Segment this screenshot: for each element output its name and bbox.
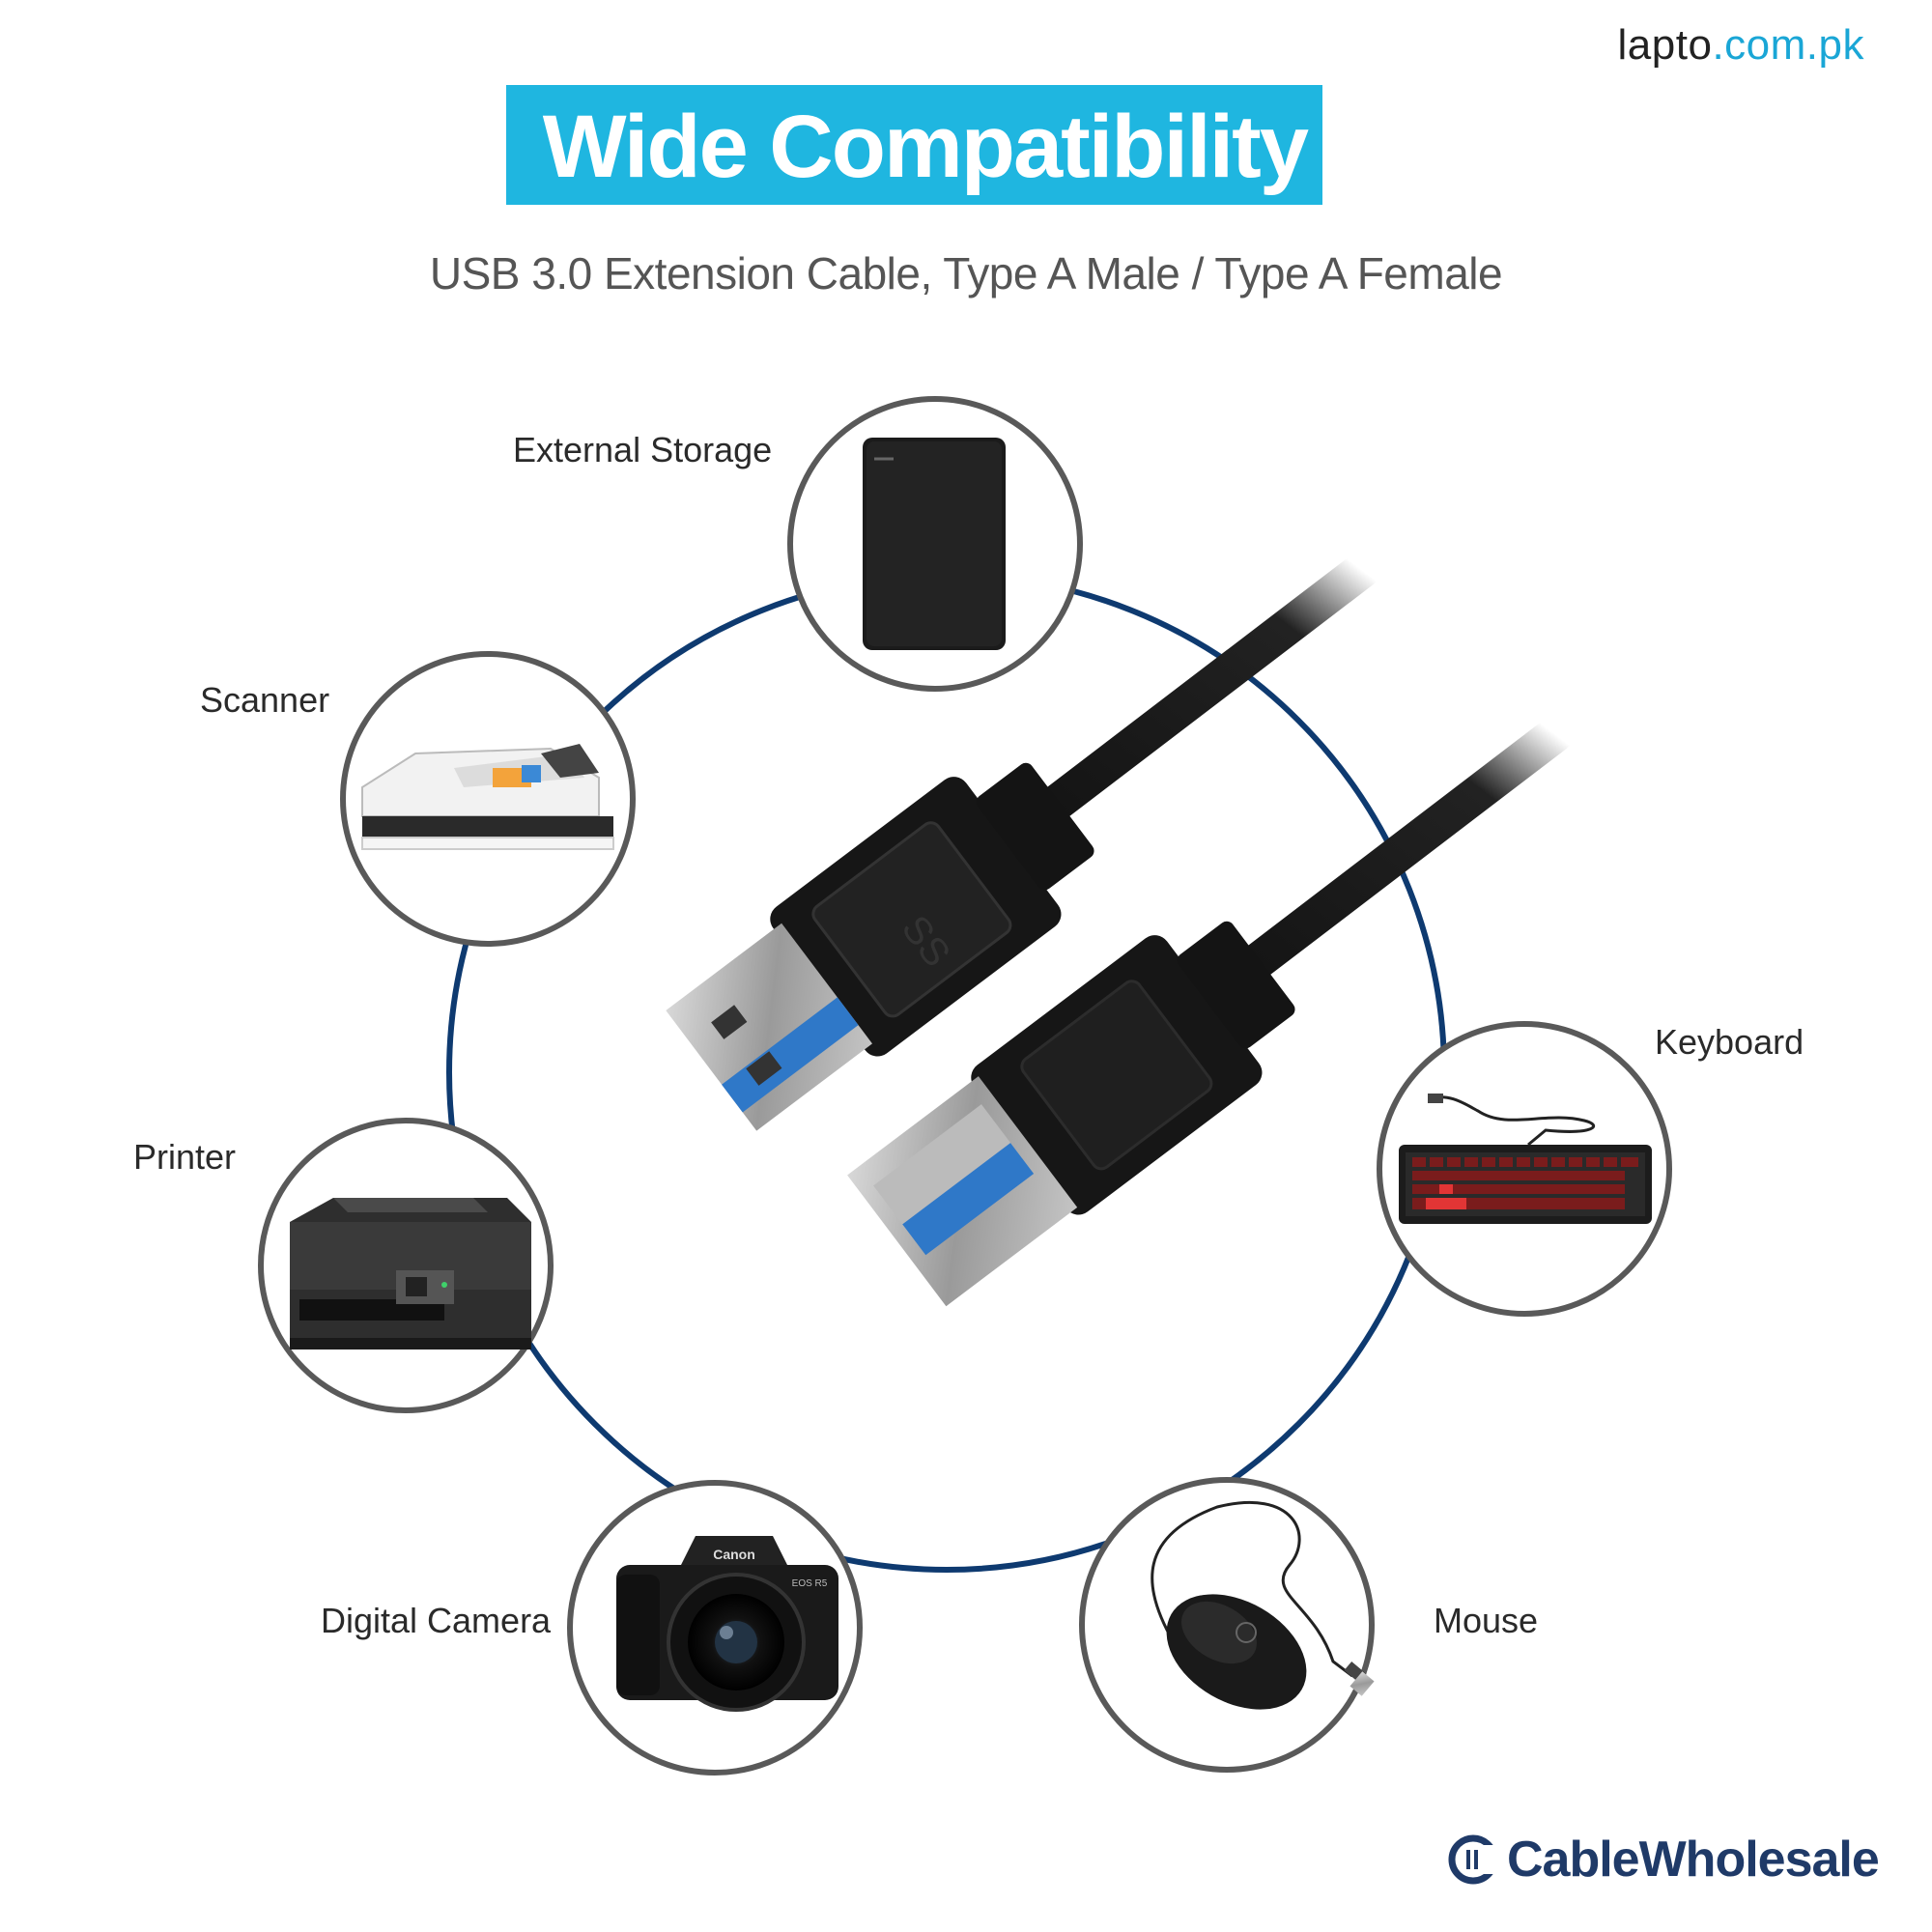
- external-storage-device: [787, 396, 1083, 692]
- site-watermark: lapto.com.pk: [1618, 21, 1864, 70]
- label-external-storage: External Storage: [513, 430, 773, 469]
- mouse-icon: [1151, 1500, 1375, 1710]
- label-keyboard: Keyboard: [1655, 1022, 1804, 1062]
- brand-logo: CableWholesale: [1449, 1831, 1880, 1889]
- page-title: Wide Compatibility: [542, 98, 1309, 196]
- printer-device: [258, 1118, 554, 1413]
- site-domain: .com.pk: [1712, 21, 1864, 69]
- keyboard-icon: [1399, 1094, 1652, 1224]
- label-printer: Printer: [133, 1137, 237, 1177]
- brand-name: CableWholesale: [1507, 1832, 1880, 1888]
- site-name: lapto: [1617, 21, 1713, 69]
- usb-cable-icon: SS: [666, 552, 1574, 1307]
- camera-model-label: EOS R5: [792, 1578, 828, 1589]
- label-digital-camera: Digital Camera: [321, 1601, 552, 1640]
- scanner-device: [340, 651, 636, 947]
- title-banner: [506, 85, 1322, 205]
- keyboard-device: [1377, 1021, 1672, 1317]
- printer-icon: [290, 1198, 531, 1350]
- external-drive-icon: [863, 438, 1006, 650]
- digital-camera-device: Canon EOS R5: [567, 1480, 863, 1776]
- cablewholesale-logo-icon: [1448, 1834, 1501, 1885]
- product-subtitle: USB 3.0 Extension Cable, Type A Male / T…: [429, 248, 1503, 298]
- label-mouse: Mouse: [1434, 1601, 1539, 1640]
- mouse-device: [1079, 1477, 1375, 1773]
- label-scanner: Scanner: [200, 680, 330, 720]
- camera-icon: Canon EOS R5: [616, 1536, 838, 1712]
- camera-brand-label: Canon: [713, 1547, 755, 1562]
- scanner-icon: [361, 744, 614, 850]
